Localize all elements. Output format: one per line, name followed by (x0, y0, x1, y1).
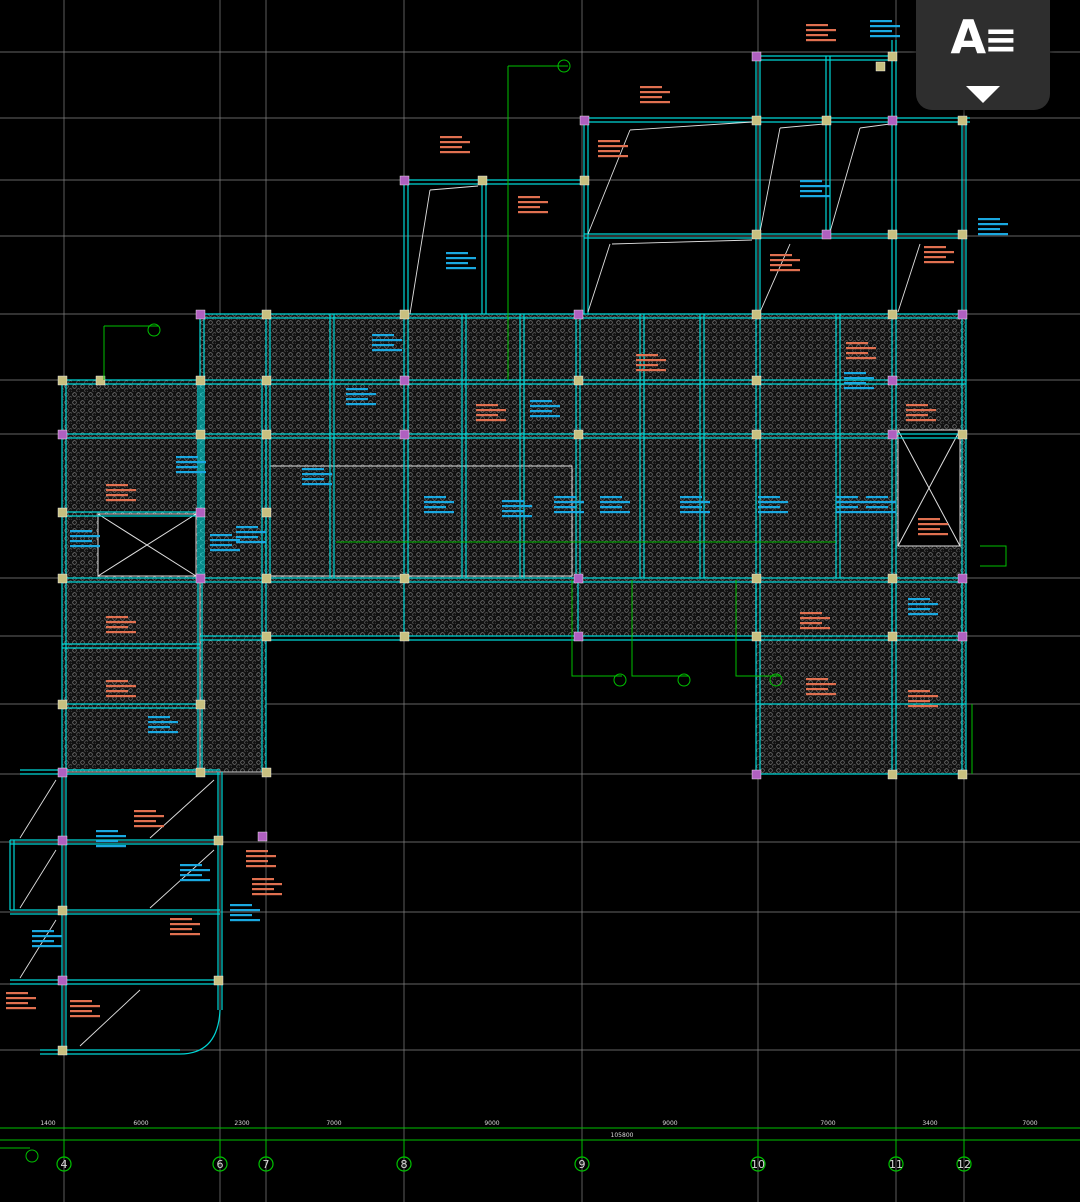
text-toggle-label: A (950, 10, 986, 64)
dimension-value: 9000 (484, 1120, 499, 1127)
slab-regions (61, 313, 967, 775)
dimension-texts: 1400 6000 2300 7000 9000 9000 7000 3400 7000 1058… (40, 1120, 1037, 1139)
axis-label: 9 (579, 1158, 586, 1171)
dimension-value: 6000 (133, 1120, 148, 1127)
axis-label: 7 (263, 1158, 270, 1171)
axis-label: 4 (61, 1158, 68, 1171)
total-dimension: 105800 (611, 1132, 634, 1139)
axis-bubble (750, 1156, 766, 1172)
dimension-value: 2300 (234, 1120, 249, 1127)
grid-axis-bubbles: 4 6 7 8 9 10 11 12 (56, 1140, 972, 1172)
axis-bubble (56, 1156, 72, 1172)
axis-label: 11 (889, 1158, 903, 1171)
axis-bubble (888, 1156, 904, 1172)
annotation-notes (6, 20, 1008, 1018)
axis-label: 8 (401, 1158, 408, 1171)
axis-bubble (956, 1156, 972, 1172)
dimension-value: 7000 (326, 1120, 341, 1127)
text-display-toggle-button[interactable]: A≡ (916, 0, 1050, 110)
axis-label: 6 (217, 1158, 224, 1171)
upper-framing (9, 40, 970, 1055)
dimension-value: 7000 (820, 1120, 835, 1127)
dimension-value: 9000 (662, 1120, 677, 1127)
axis-label: 10 (751, 1158, 765, 1171)
openings (97, 429, 961, 577)
axis-label: 12 (957, 1158, 971, 1171)
truss-diagonals (19, 121, 921, 1047)
dimension-value: 7000 (1022, 1120, 1037, 1127)
dimension-value: 3400 (922, 1120, 937, 1127)
axis-bubble (396, 1156, 412, 1172)
text-list-icon: A≡ (950, 10, 1017, 64)
chevron-down-icon[interactable] (966, 86, 1000, 103)
dimension-line (0, 704, 1080, 1141)
callout-leaders (0, 59, 1007, 1163)
axis-bubble (574, 1156, 590, 1172)
axis-bubble (212, 1156, 228, 1172)
axis-bubble (258, 1156, 274, 1172)
columns (57, 51, 968, 1056)
dimension-value: 1400 (40, 1120, 55, 1127)
